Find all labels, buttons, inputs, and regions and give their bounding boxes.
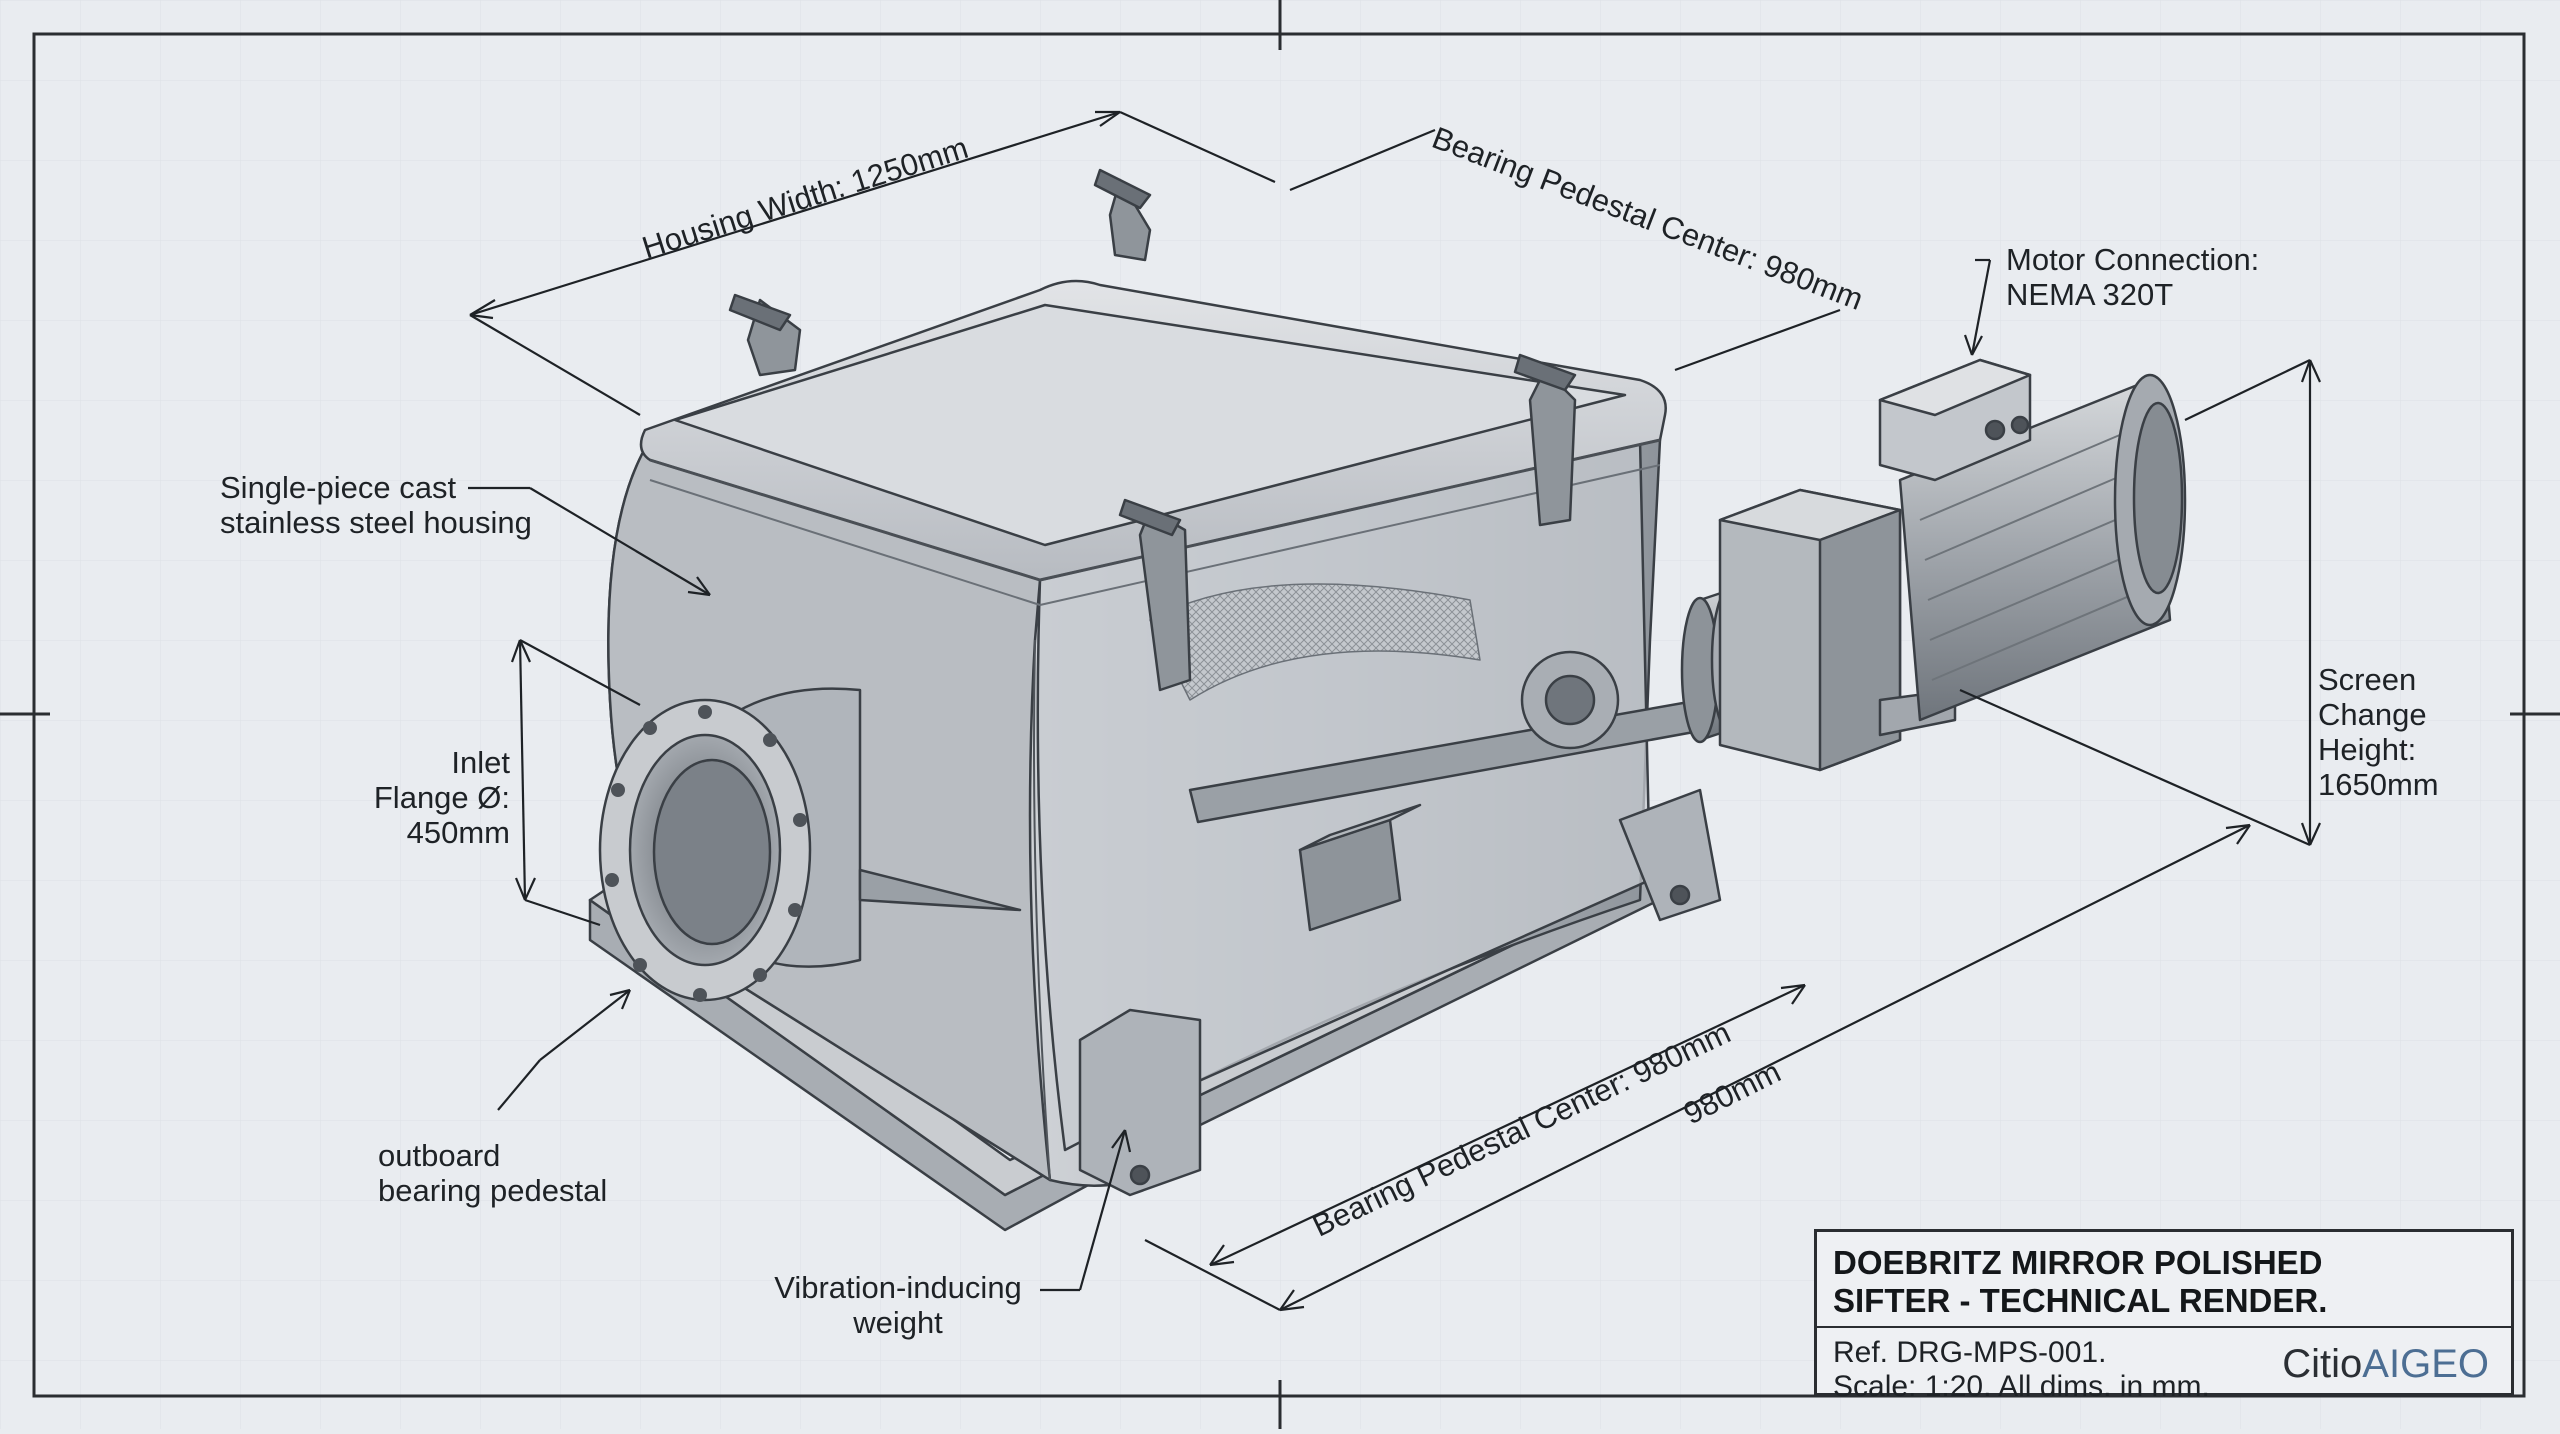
gearbox <box>1718 488 1957 772</box>
bearing-pedestal-rear <box>1618 788 1722 922</box>
drawing-reference: Ref. DRG-MPS-001. Scale: 1:20. All dims.… <box>1833 1336 2210 1403</box>
inlet-flange <box>598 687 1022 1002</box>
title-block: DOEBRITZ MIRROR POLISHED SIFTER - TECHNI… <box>1814 1229 2514 1403</box>
drawing-title: DOEBRITZ MIRROR POLISHED SIFTER - TECHNI… <box>1833 1244 2328 1319</box>
housing-label: Single-piece cast stainless steel housin… <box>220 470 532 540</box>
logo-main-text: Citio <box>2282 1342 2363 1386</box>
sifter-machine <box>588 168 2187 1232</box>
vibration-weight-label: Vibration-inducing weight <box>774 1270 1022 1340</box>
motor <box>1878 358 2187 722</box>
lid-clamps <box>728 168 1577 692</box>
company-logo: CitioAIGEO <box>2282 1342 2489 1387</box>
bearing-pedestal-front <box>1078 1008 1202 1197</box>
dimension-lines <box>468 110 2322 1312</box>
screen-height-label: Screen Change Height: 1650mm <box>2318 662 2439 802</box>
outboard-pedestal-label: outboard bearing pedestal <box>378 1138 608 1208</box>
motor-connection-label: Motor Connection: NEMA 320T <box>2006 242 2260 312</box>
inlet-flange-label: Inlet Flange Ø: 450mm <box>373 745 510 850</box>
logo-accent-text: AIGEO <box>2362 1342 2489 1386</box>
title-block-divider <box>1817 1326 2511 1328</box>
